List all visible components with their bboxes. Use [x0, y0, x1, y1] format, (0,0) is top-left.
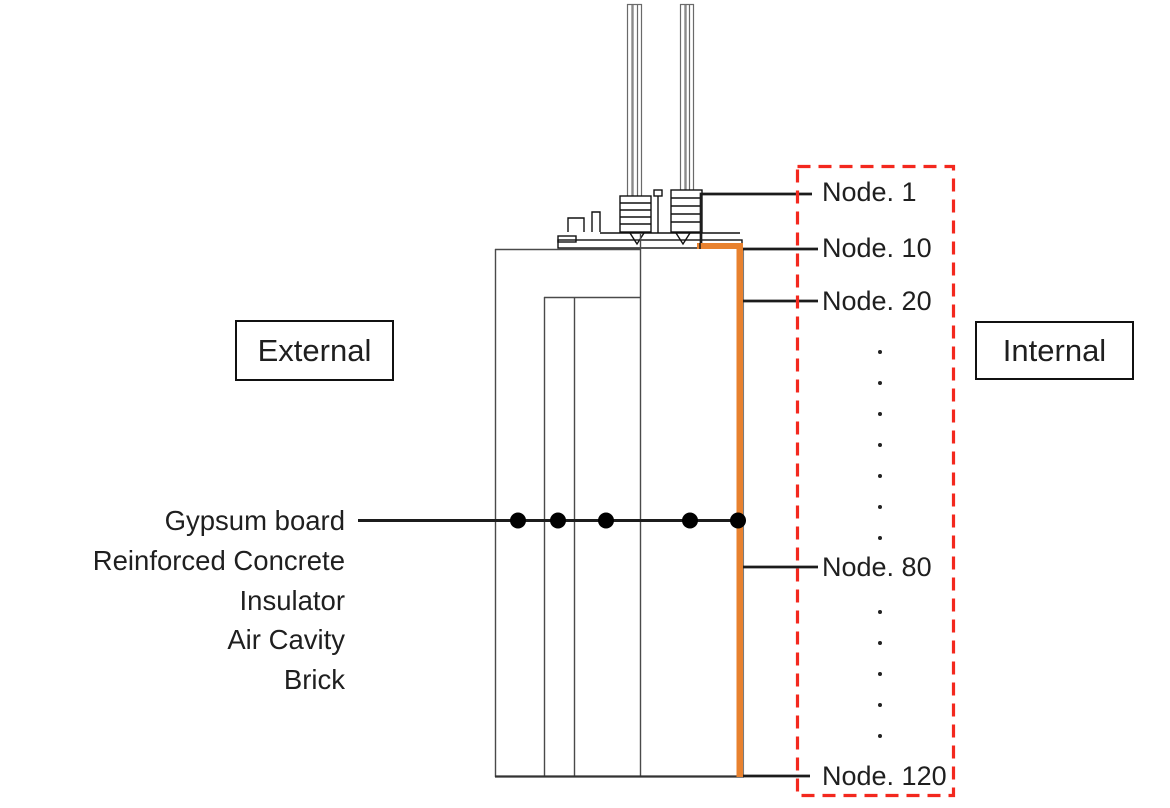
window-glazing-rails: [626, 3, 695, 196]
ellipsis-dots-lower: [878, 610, 882, 738]
material-label-air-cavity: Air Cavity: [227, 624, 345, 656]
gypsum-board-highlight: [697, 243, 743, 777]
node-label-10: Node. 10: [822, 233, 932, 263]
node-label-120: Node. 120: [822, 761, 947, 791]
internal-label-box: Internal: [975, 321, 1134, 380]
node-region-dashed-box: [795, 164, 956, 798]
node-label-80: Node. 80: [822, 552, 932, 582]
material-labels: Gypsum board Reinforced Concrete Insulat…: [40, 501, 345, 700]
material-leader-line: [358, 512, 746, 529]
window-frame-detail: [557, 189, 743, 249]
internal-label: Internal: [1002, 332, 1107, 368]
material-label-gypsum-board: Gypsum board: [164, 505, 345, 536]
material-label-insulator: Insulator: [239, 584, 345, 616]
material-label-brick: Brick: [283, 664, 345, 696]
external-label: External: [257, 332, 372, 368]
node-label-1: Node. 1: [822, 177, 917, 207]
ellipsis-dots-upper: [878, 350, 882, 540]
node-label-20: Node. 20: [822, 286, 932, 316]
wall-section: [494, 233, 745, 778]
node-leader-lines: [699, 192, 818, 778]
material-label-reinforced-concrete: Reinforced Concrete: [92, 544, 345, 576]
external-label-box: External: [235, 320, 394, 381]
